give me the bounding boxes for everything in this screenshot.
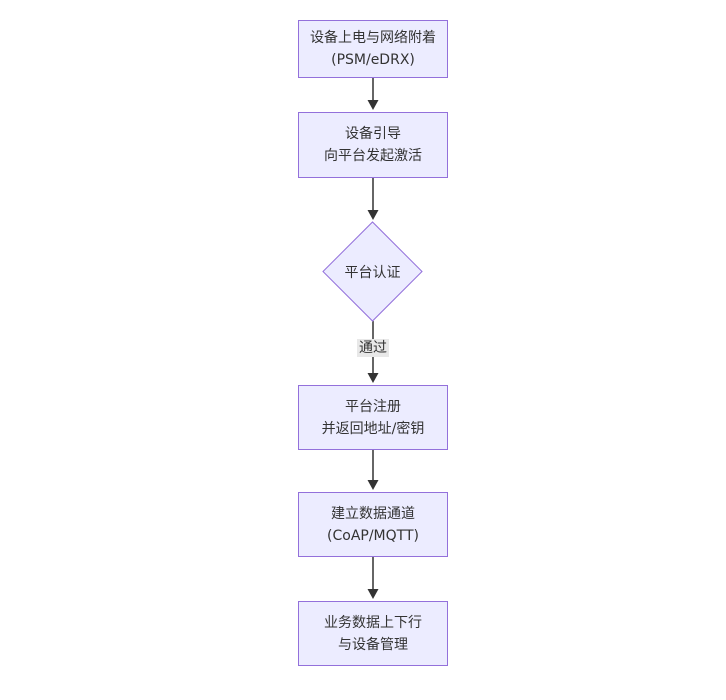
node-line: 平台注册 [345,398,401,415]
decision-platform-authentication: 平台认证 [322,221,423,322]
node-line: 平台认证 [344,264,401,281]
node-line: 与设备管理 [338,636,408,653]
node-business-data-device-management: 业务数据上下行 与设备管理 [298,601,448,666]
connector-arrow-channel-business [367,557,379,599]
connector-arrow-boot-auth [367,178,379,220]
node-line: 建立数据通道 [331,505,415,522]
node-device-power-network-attach: 设备上电与网络附着 (PSM/eDRX) [298,20,448,78]
node-line: (PSM/eDRX) [331,52,415,68]
node-line: (CoAP/MQTT) [327,527,419,544]
connector-arrow-start-boot [367,78,379,110]
node-line: 并返回地址/密钥 [321,420,425,437]
node-line: 设备上电与网络附着 [310,30,436,46]
node-line: 向平台发起激活 [324,148,422,164]
connector-arrow-register-channel [367,450,379,490]
edge-label-pass: 通过 [357,339,389,357]
node-establish-data-channel: 建立数据通道 (CoAP/MQTT) [298,492,448,557]
node-device-bootstrap-activate: 设备引导 向平台发起激活 [298,112,448,178]
node-platform-register-return-key: 平台注册 并返回地址/密钥 [298,385,448,450]
node-line: 业务数据上下行 [324,614,422,631]
node-line: 设备引导 [345,126,401,142]
